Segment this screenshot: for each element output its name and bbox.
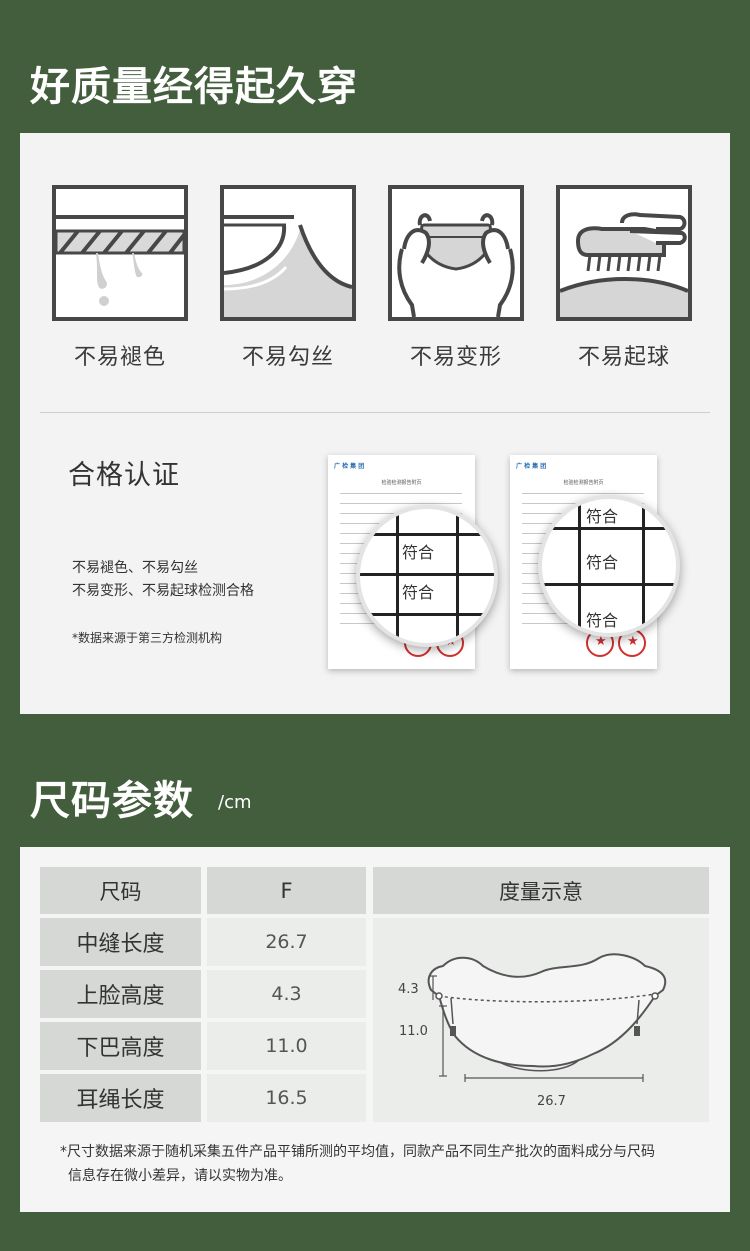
fabric-snag-icon: [220, 185, 356, 321]
row-value: 11.0: [207, 1022, 366, 1070]
rope-fade-icon: [52, 185, 188, 321]
header-size: 尺码: [40, 867, 201, 914]
size-panel: 尺码 F 度量示意 中缝长度 26.7 上脸高度 4.3 下巴高度 11.0 耳…: [20, 847, 730, 1212]
feature-deform: 不易变形: [388, 185, 524, 371]
feature-pilling-label: 不易起球: [577, 345, 670, 370]
feature-snag: 不易勾丝: [220, 185, 356, 371]
mask-diagram: 4.3 11.0 26.7: [373, 918, 709, 1122]
brush-pilling-icon: [556, 185, 692, 321]
feature-fade: 不易褪色: [52, 185, 188, 371]
header-f: F: [207, 867, 366, 914]
magnifier-1: 符合 符合: [356, 505, 498, 647]
dim-top: 4.3: [398, 982, 419, 997]
row-value: 4.3: [207, 970, 366, 1018]
row-label: 上脸高度: [40, 970, 201, 1018]
quality-title: 好质量经得起久穿: [30, 64, 358, 110]
feature-deform-label: 不易变形: [409, 345, 502, 370]
row-value: 16.5: [207, 1074, 366, 1122]
row-label: 中缝长度: [40, 918, 201, 966]
magnifier-text: 符合: [586, 553, 619, 572]
hands-stretch-icon: [388, 185, 524, 321]
magnifier-2: 符合 符合 符合: [538, 495, 680, 637]
cert-desc-line1: 不易褪色、不易勾丝: [72, 560, 198, 576]
footnote-line1: *尺寸数据来源于随机采集五件产品平铺所测的平均值，同款产品不同生产批次的面料成分…: [60, 1144, 655, 1160]
report-title: 检验检测报告附页: [381, 480, 422, 486]
feature-pilling: 不易起球: [556, 185, 692, 371]
header-diagram: 度量示意: [373, 867, 709, 914]
row-label: 下巴高度: [40, 1022, 201, 1070]
feature-fade-label: 不易褪色: [73, 345, 166, 370]
cert-note: *数据来源于第三方检测机构: [72, 631, 223, 645]
size-title: 尺码参数: [30, 778, 194, 824]
report-title: 检验检测报告附页: [563, 480, 604, 486]
footnote-line2: 信息存在微小差异，请以实物为准。: [68, 1168, 292, 1184]
feature-snag-label: 不易勾丝: [241, 345, 334, 370]
magnifier-text: 符合: [586, 611, 619, 630]
report-header: 广 检 集 团: [516, 463, 547, 470]
dim-height: 11.0: [399, 1024, 428, 1039]
magnifier-text: 符合: [586, 507, 619, 526]
cert-title: 合格认证: [68, 460, 180, 491]
magnifier-text: 符合: [402, 543, 435, 562]
mask-outline-icon: [427, 953, 667, 1082]
quality-panel: 不易褪色 不易勾丝: [20, 133, 730, 714]
row-value: 26.7: [207, 918, 366, 966]
dim-width: 26.7: [537, 1094, 566, 1109]
divider: [40, 412, 710, 413]
row-label: 耳绳长度: [40, 1074, 201, 1122]
size-unit: /cm: [218, 792, 252, 813]
cert-desc-line2: 不易变形、不易起球检测合格: [72, 583, 254, 599]
report-header: 广 检 集 团: [334, 463, 365, 470]
magnifier-text: 符合: [402, 583, 435, 602]
